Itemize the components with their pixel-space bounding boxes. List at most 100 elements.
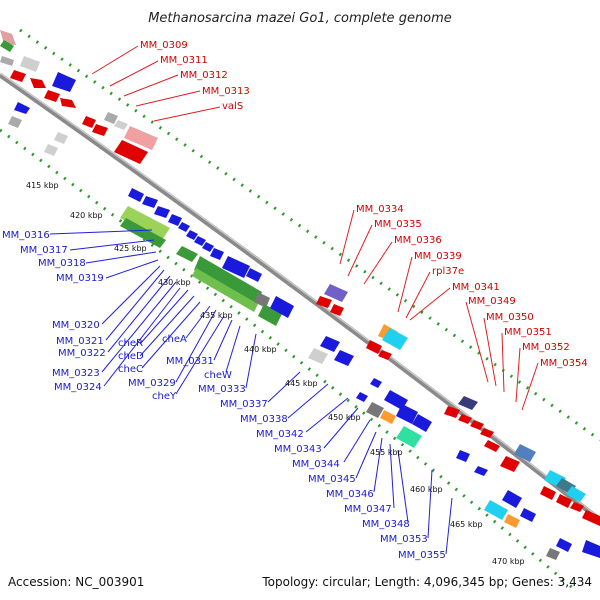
gene-arrow [366, 402, 384, 418]
leader-line [213, 319, 233, 361]
reverse-leader-lines [49, 229, 453, 555]
gene-label: MM_0331 [166, 356, 214, 367]
gene-arrow [194, 236, 206, 246]
gene-arrow [176, 246, 198, 262]
leader-line [397, 256, 413, 313]
leader-line [267, 371, 301, 403]
gene-label: MM_0349 [468, 296, 516, 307]
gene-arrow [178, 222, 190, 232]
gene-label: MM_0320 [52, 320, 100, 331]
gene-arrow [502, 490, 522, 508]
leader-line [501, 332, 505, 393]
leader-line [389, 443, 395, 509]
gene-arrow [356, 392, 368, 402]
leader-line [109, 60, 159, 87]
gene-arrow [120, 218, 166, 248]
leader-line [355, 431, 377, 479]
gene-arrow [202, 242, 214, 252]
leader-line [69, 239, 155, 251]
gene-label: MM_0319 [56, 273, 104, 284]
gene-arrow [540, 486, 556, 500]
gene-arrow [582, 540, 600, 558]
leader-line [287, 383, 329, 419]
gene-arrow [484, 440, 500, 452]
leader-line [323, 407, 359, 449]
leader-line [105, 269, 165, 341]
gene-arrow [566, 486, 586, 502]
gene-arrow [504, 514, 520, 528]
scale-label: 470 kbp [492, 557, 525, 566]
gene-arrow [556, 538, 572, 552]
gene-arrow [270, 296, 294, 318]
gene-label: MM_0348 [362, 519, 410, 530]
scale-label: 430 kbp [158, 278, 191, 287]
leader-line [101, 281, 177, 373]
gene-label: MM_0355 [398, 550, 446, 561]
gene-label: MM_0329 [128, 378, 176, 389]
gene-label: MM_0316 [2, 230, 50, 241]
gene-label: MM_0350 [486, 312, 534, 323]
gene-label: cheY [152, 391, 177, 402]
leader-line [363, 241, 393, 285]
gene-arrow [500, 456, 520, 472]
gene-label: MM_0344 [292, 459, 340, 470]
gene-label: MM_0346 [326, 489, 374, 500]
genome-backbone [0, 72, 600, 522]
gene-arrow [10, 70, 26, 82]
gene-label: MM_0339 [414, 251, 462, 262]
gene-arrow [320, 336, 340, 352]
scale-label: 435 kbp [200, 311, 233, 320]
forward-gene-labels: MM_0309 MM_0311 MM_0312 MM_0313 valS MM_… [140, 40, 588, 369]
gene-arrow [316, 296, 332, 308]
leader-line [521, 362, 539, 411]
leader-line [139, 289, 189, 345]
leader-line [465, 301, 489, 383]
gene-label: cheW [204, 370, 232, 381]
gene-label: MM_0336 [394, 235, 442, 246]
gene-arrow [254, 292, 270, 308]
gene-arrow [8, 116, 22, 128]
gene-arrow [114, 120, 128, 130]
forward-leader-lines [91, 45, 539, 411]
scale-label: 445 kbp [285, 379, 318, 388]
gene-arrow [194, 256, 262, 306]
gene-arrow [168, 214, 182, 226]
gene-arrow [20, 56, 40, 72]
gene-arrow [192, 268, 258, 312]
gene-arrow [128, 188, 144, 202]
leader-line [245, 333, 257, 389]
gene-label: MM_0321 [56, 336, 104, 347]
gene-label: cheR [118, 338, 143, 349]
gene-label: MM_0318 [38, 258, 86, 269]
scale-label: 420 kbp [70, 211, 103, 220]
gene-arrow [458, 396, 478, 410]
gene-arrow [52, 72, 76, 92]
gene-arrow [142, 196, 158, 208]
leader-line [123, 74, 179, 97]
gene-label: cheA [162, 334, 187, 345]
gene-label: rpl37e [432, 266, 464, 277]
gene-arrow [470, 420, 484, 430]
gene-arrow [104, 112, 118, 124]
gene-arrow [308, 348, 328, 364]
map-title: Methanosarcina mazei Go1, complete genom… [148, 11, 452, 26]
gene-arrow [330, 304, 344, 316]
leader-line [139, 295, 195, 357]
gene-arrow [334, 350, 354, 366]
leader-line [445, 497, 453, 555]
leader-line [175, 309, 217, 383]
gene-label: MM_0337 [220, 399, 268, 410]
leader-line [339, 209, 355, 265]
gene-arrow [114, 140, 148, 164]
gene-arrow [546, 548, 560, 560]
gene-label: MM_0322 [58, 348, 106, 359]
gene-label: MM_0341 [452, 282, 500, 293]
gene-arrow [154, 206, 170, 218]
scale-label: 440 kbp [244, 345, 277, 354]
leader-line [185, 305, 211, 339]
leader-line [91, 45, 139, 75]
gene-arrow [444, 406, 460, 418]
gene-arrow [120, 206, 170, 240]
leader-line [373, 437, 383, 493]
